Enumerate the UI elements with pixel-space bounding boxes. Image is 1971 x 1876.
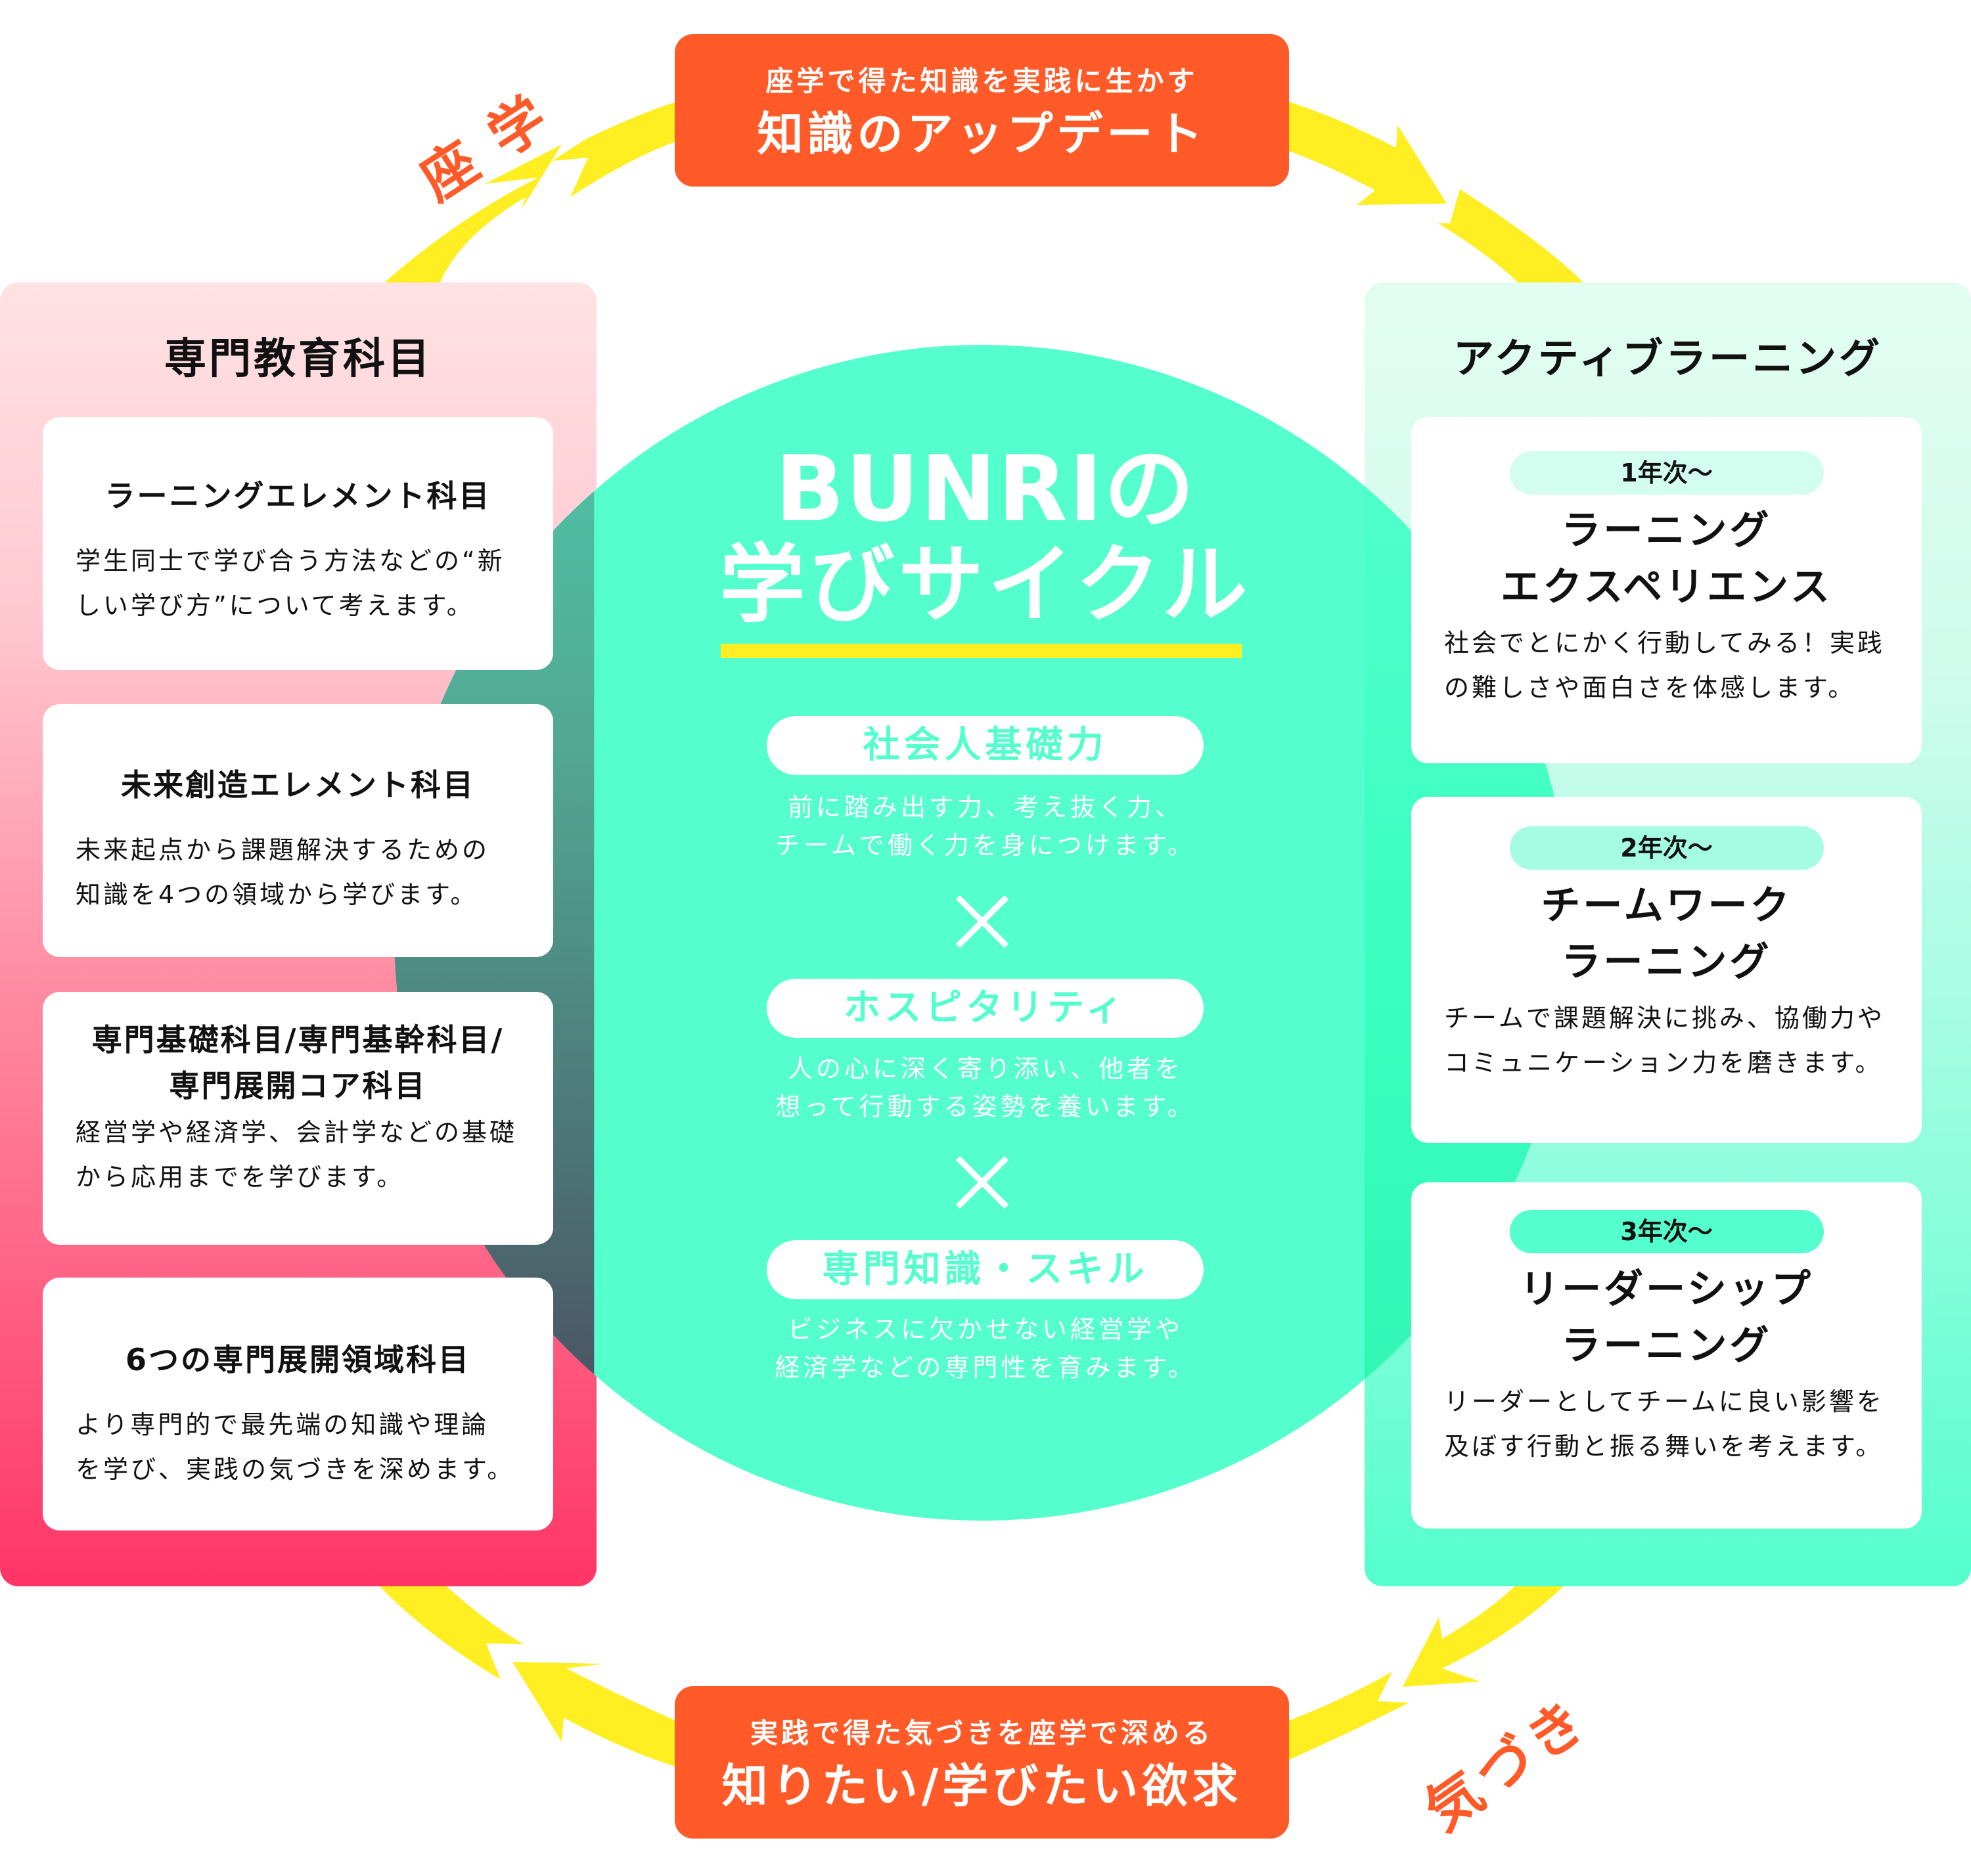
year-badge: 2年次〜 bbox=[1509, 826, 1824, 870]
arrow-to-bottom-box-icon bbox=[1403, 1586, 1564, 1687]
card-desc: 社会でとにかく行動してみる！実践 の難しさや面白さを体感します。 bbox=[1444, 629, 1885, 702]
desire-to-learn-subtitle: 実践で得た気づきを座学で深める bbox=[750, 1717, 1213, 1749]
knowledge-update-subtitle: 座学で得た知識を実践に生かす bbox=[765, 65, 1198, 97]
left-card-six-fields: 6つの専門展開領域科目 より専門的で最先端の知識や理論 を学び、実践の気づきを深… bbox=[43, 1278, 553, 1530]
arrow-to-left-panel-icon bbox=[512, 1662, 677, 1767]
card-title: チームワーク ラーニング bbox=[1541, 883, 1792, 985]
title-underline bbox=[721, 644, 1242, 658]
card-desc: 経営学や経済学、会計学などの基礎 から応用までを学びます。 bbox=[76, 1118, 518, 1192]
card-title: ラーニング エクスペリエンス bbox=[1501, 508, 1832, 610]
desire-to-learn-title: 知りたい/学びたい欲求 bbox=[721, 1759, 1242, 1813]
pill-hospitality: ホスピタリティ bbox=[767, 979, 1204, 1038]
expertise-desc: ビジネスに欠かせない経営学や 経済学などの専門性を育みます。 bbox=[775, 1315, 1196, 1382]
card-title: ラーニングエレメント科目 bbox=[104, 478, 491, 514]
right-card-year3: 3年次〜 リーダーシップ ラーニング リーダーとしてチームに良い影響を 及ぼす行… bbox=[1411, 1182, 1922, 1529]
multiply-icon bbox=[955, 895, 1009, 949]
knowledge-update-box: 座学で得た知識を実践に生かす 知識のアップデート bbox=[675, 34, 1289, 187]
pill-basic-skills: 社会人基礎力 bbox=[767, 716, 1204, 775]
desire-to-learn-box: 実践で得た気づきを座学で深める 知りたい/学びたい欲求 bbox=[675, 1686, 1289, 1839]
arrow-to-top-box-icon bbox=[384, 145, 562, 282]
card-desc: 学生同士で学び合う方法などの“新 しい学び方”について考えます。 bbox=[76, 547, 505, 620]
card-desc: リーダーとしてチームに良い影響を 及ぼす行動と振る舞いを考えます。 bbox=[1444, 1387, 1884, 1461]
multiply-icon bbox=[955, 1155, 1009, 1209]
year-badge: 1年次〜 bbox=[1509, 451, 1824, 495]
right-card-year2: 2年次〜 チームワーク ラーニング チームで課題解決に挑み、協働力や コミュニケ… bbox=[1411, 797, 1922, 1143]
card-desc: チームで課題解決に挑み、協働力や コミュニケーション力を磨きます。 bbox=[1444, 1004, 1885, 1077]
left-card-core-subjects: 専門基礎科目/専門基幹科目/ 専門展開コア科目 経営学や経済学、会計学などの基礎… bbox=[43, 992, 553, 1245]
right-panel-title: アクティブラーニング bbox=[1453, 334, 1883, 382]
card-title: リーダーシップ ラーニング bbox=[1520, 1266, 1813, 1369]
card-title: 専門基礎科目/専門基幹科目/ 専門展開コア科目 bbox=[91, 1022, 505, 1104]
card-title: 未来創造エレメント科目 bbox=[121, 767, 475, 803]
right-card-year1: 1年次〜 ラーニング エクスペリエンス 社会でとにかく行動してみる！実践 の難し… bbox=[1411, 417, 1922, 763]
left-panel-title: 専門教育科目 bbox=[164, 335, 432, 384]
cycle-title-line1: BUNRIの bbox=[775, 436, 1196, 542]
card-title: 6つの専門展開領域科目 bbox=[125, 1342, 470, 1377]
hospitality-desc: 人の心に深く寄り添い、他者を 想って行動する姿勢を養います。 bbox=[775, 1054, 1196, 1121]
left-card-learning-element: ラーニングエレメント科目 学生同士で学び合う方法などの“新 しい学び方”について… bbox=[43, 417, 553, 670]
year-badge: 3年次〜 bbox=[1509, 1210, 1824, 1253]
cycle-title-line2: 学びサイクル bbox=[719, 535, 1252, 635]
pill-expertise: 専門知識・スキル bbox=[767, 1240, 1204, 1299]
left-card-future-creation: 未来創造エレメント科目 未来起点から課題解決するための 知識を4つの領域から学び… bbox=[43, 704, 553, 957]
card-desc: 未来起点から課題解決するための 知識を4つの領域から学びます。 bbox=[76, 836, 490, 909]
card-desc: より専門的で最先端の知識や理論 を学び、実践の気づきを深めます。 bbox=[76, 1410, 515, 1484]
basic-skills-desc: 前に踏み出す力、考え抜く力、 チームで働く力を身につけます。 bbox=[775, 793, 1196, 860]
knowledge-update-title: 知識のアップデート bbox=[757, 107, 1207, 161]
arrow-to-right-panel-icon bbox=[1289, 102, 1447, 205]
